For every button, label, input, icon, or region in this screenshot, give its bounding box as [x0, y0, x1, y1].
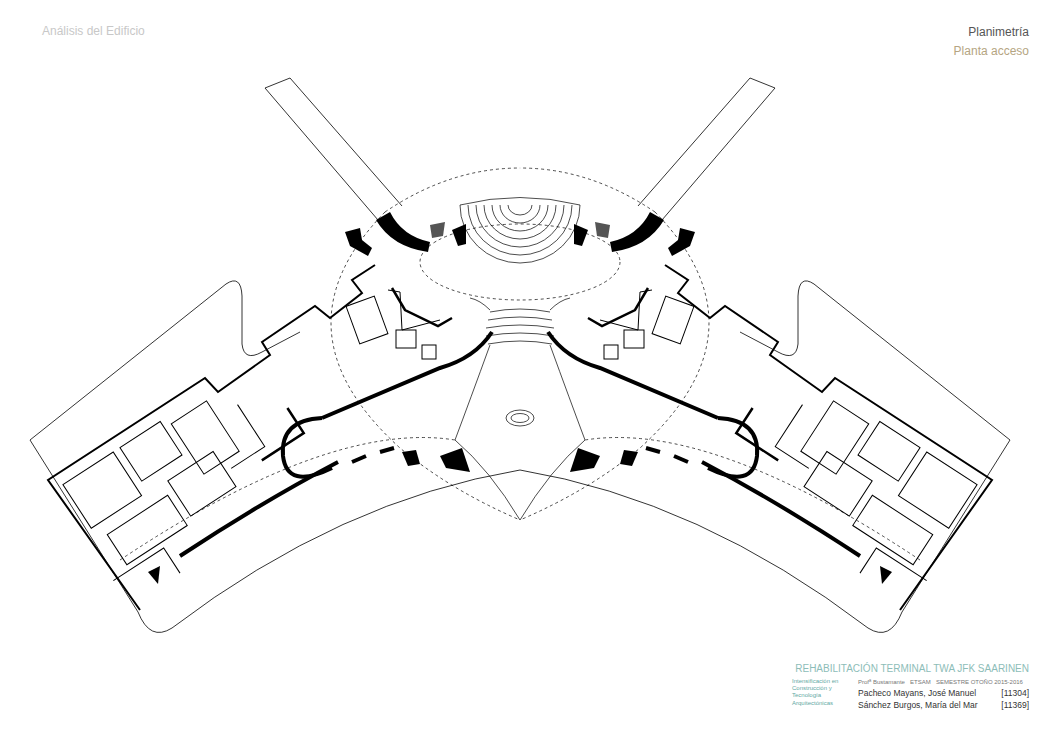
sheet-subheading: Planta acceso — [954, 44, 1029, 58]
course-name: Intensificación en Construcción y Tecnol… — [792, 678, 854, 707]
professor: Profª Bustamante — [858, 679, 905, 686]
sheet-heading: Planimetría — [968, 25, 1029, 39]
author-name: Sánchez Burgos, María del Mar — [858, 700, 978, 710]
author-name: Pacheco Mayans, José Manuel — [858, 688, 976, 698]
sheet-section: Análisis del Edificio — [42, 24, 145, 38]
school: ETSAM — [910, 679, 931, 686]
student-number: [11369] — [1001, 700, 1029, 710]
student-number: [11304] — [1001, 688, 1029, 698]
sheet-title: REHABILITACIÓN TERMINAL TWA JFK SAARINEN — [795, 663, 1029, 675]
semester: SEMESTRE OTOÑO 2015-2016 — [936, 679, 1023, 686]
